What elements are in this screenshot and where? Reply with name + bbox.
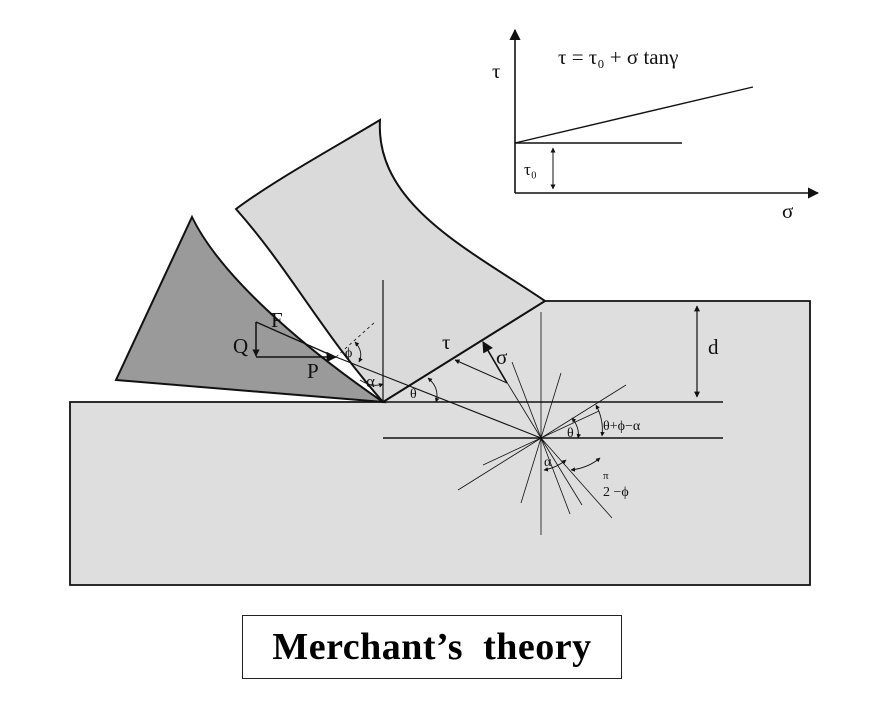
theta-arc: [427, 377, 440, 403]
label-P: P: [307, 359, 319, 383]
label-alpha-center: α: [544, 455, 552, 470]
tool-tip-geometry: ϕ α θ: [335, 280, 542, 439]
graph-intercept-label: τ₀: [524, 160, 537, 179]
force-triangle: F Q P: [233, 308, 338, 383]
caption-title: Merchant’s theory: [272, 626, 592, 668]
coulomb-line: [514, 86, 754, 144]
alpha-arc: [359, 379, 384, 388]
label-phi: ϕ: [345, 346, 352, 361]
force-F-vector: [255, 321, 334, 357]
shear-stress-graph: τ = τ₀ + σ tanγ τ σ τ₀: [492, 28, 820, 223]
label-pi-rest: 2 −ϕ: [603, 485, 629, 500]
label-sigma: σ: [496, 345, 507, 369]
label-tau: τ: [442, 330, 450, 354]
graph-y-label: τ: [492, 59, 500, 83]
cutting-tool: [114, 214, 387, 404]
star-ray-6: [540, 437, 613, 519]
label-theta: θ: [410, 387, 417, 402]
label-F: F: [271, 308, 283, 332]
phi-arc: [354, 341, 363, 363]
pi-over-2-arc: [570, 457, 601, 472]
graph-x-label: σ: [782, 199, 793, 223]
depth-dimension: d: [383, 305, 723, 403]
graph-equation: τ = τ₀ + σ tanγ: [558, 45, 678, 69]
chip-body: [234, 118, 547, 404]
label-theta-center: θ: [567, 426, 574, 441]
theta-phi-alpha-arc: [595, 404, 605, 437]
chip: [234, 118, 547, 404]
theta-center-arc: [571, 417, 581, 439]
tau-vector: [454, 359, 508, 384]
alpha-center-arc: [543, 459, 567, 472]
stress-star: θ θ+ϕ−α α π 2 −ϕ: [383, 312, 723, 535]
label-alpha-tool: α: [366, 372, 375, 391]
label-depth: d: [708, 335, 719, 359]
caption-box: Merchant’s theory: [242, 615, 622, 679]
label-Q: Q: [233, 334, 248, 358]
label-theta-phi-alpha: θ+ϕ−α: [603, 419, 641, 434]
tool-body: [114, 214, 387, 404]
label-pi-num: π: [603, 470, 609, 482]
rake-normal-dashed: [335, 321, 376, 358]
